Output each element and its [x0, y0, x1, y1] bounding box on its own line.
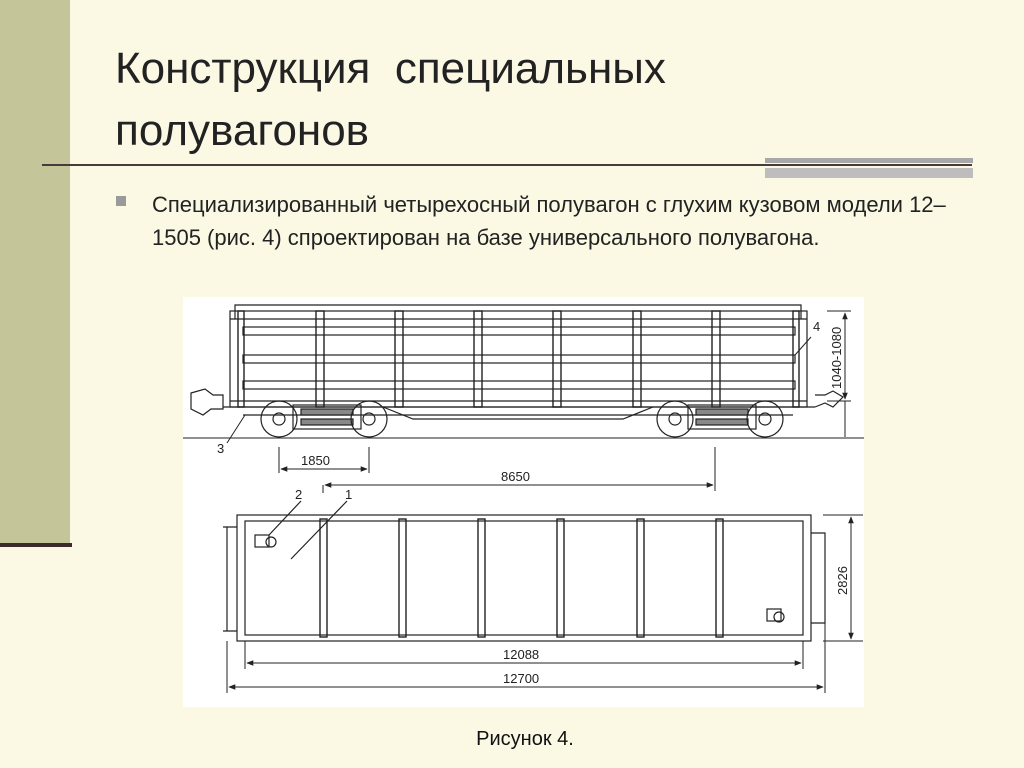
left-accent-bar — [0, 0, 70, 545]
slide-title: Конструкция специальных полувагонов — [115, 44, 666, 155]
left-bogie — [260, 400, 388, 438]
side-dimensions — [226, 310, 851, 493]
title-divider-accent-lower — [765, 168, 973, 178]
dim-height: 1040-1080 — [829, 327, 844, 389]
top-crossbars — [319, 518, 724, 638]
title-divider — [42, 164, 972, 166]
callout-4: 4 — [813, 319, 820, 334]
bullet-square-icon — [116, 196, 126, 206]
dim-width: 2826 — [835, 566, 850, 595]
top-dimension-labels: 2 1 2826 12088 12700 — [295, 487, 850, 686]
gondola-car-drawing: 1850 8650 1040-1080 3 4 — [183, 297, 864, 707]
side-stanchions — [237, 310, 800, 408]
dim-inner-length: 12088 — [503, 647, 539, 662]
title-divider-accent — [765, 158, 973, 163]
callout-3: 3 — [217, 441, 224, 456]
dim-overall-length: 12700 — [503, 671, 539, 686]
top-view — [223, 500, 826, 642]
technical-drawing-svg: 1850 8650 1040-1080 3 4 — [183, 304, 864, 693]
side-dimension-labels: 1850 8650 1040-1080 3 4 — [217, 319, 844, 484]
left-accent-underline — [0, 543, 72, 547]
dim-bogie-centres: 8650 — [501, 469, 530, 484]
figure-caption: Рисунок 4. — [476, 728, 574, 750]
bullet-text: Специализированный четырехосный полуваго… — [152, 192, 946, 250]
right-bogie — [656, 400, 784, 438]
top-dimensions — [226, 514, 863, 693]
callout-2: 2 — [295, 487, 302, 502]
side-view — [183, 304, 864, 439]
side-boards — [242, 326, 796, 390]
callout-1: 1 — [345, 487, 352, 502]
dim-axle-spacing: 1850 — [301, 453, 330, 468]
